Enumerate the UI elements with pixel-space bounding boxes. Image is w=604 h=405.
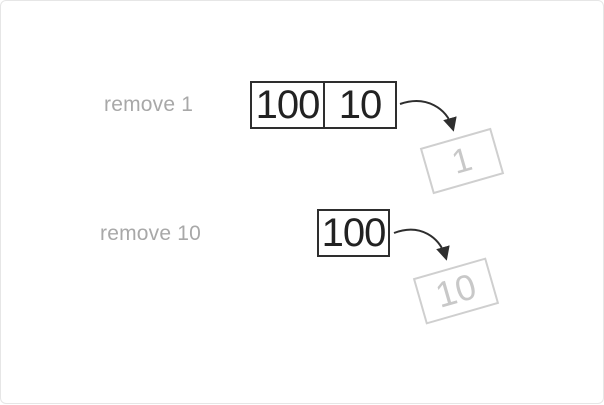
step-1-stack-cell-2: 10 xyxy=(323,81,397,129)
step-1-label: remove 1 xyxy=(104,93,194,116)
step-2-stack-cell-1: 100 xyxy=(317,209,390,257)
step-2-label: remove 10 xyxy=(100,222,202,245)
step-1-arrow xyxy=(399,100,457,132)
step-2-arrow xyxy=(393,228,450,261)
